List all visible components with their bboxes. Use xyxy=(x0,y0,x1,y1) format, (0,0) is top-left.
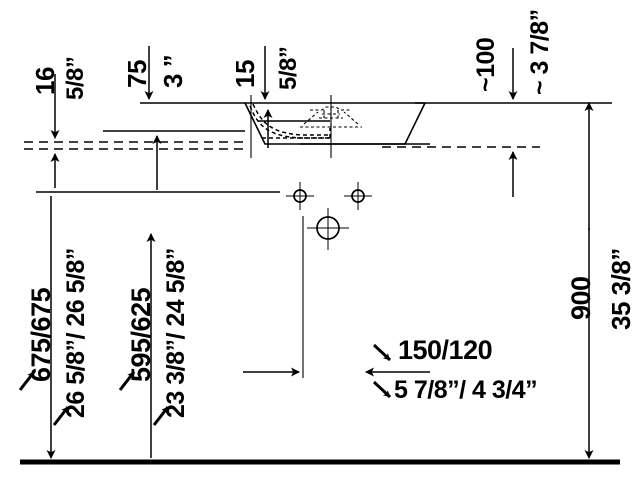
dimension-label-900-metric: 900 xyxy=(566,276,596,320)
dimension-line-layer xyxy=(46,46,594,459)
dimension-label-150-imperial: 5 7/8”/ 4 3/4” xyxy=(394,376,538,404)
pointer-675-imperial xyxy=(52,406,70,426)
dimension-label-75-imperial: 3 ” xyxy=(158,54,188,88)
pointer-595-metric xyxy=(118,371,136,391)
dimension-label-16-imperial: 5/8” xyxy=(62,56,89,100)
dimension-label-16-metric: 16 xyxy=(30,67,60,95)
dimension-label-100-metric: ~100 xyxy=(472,37,500,92)
dimension-label-15-metric: 15 xyxy=(230,60,260,88)
dimension-label-675-metric: 675/675 xyxy=(26,287,56,382)
pointer-150-imperial xyxy=(372,380,392,399)
pointer-595-imperial xyxy=(152,406,170,426)
hole-layer xyxy=(293,189,365,240)
pointer-150-metric xyxy=(372,343,392,362)
centre-line-layer xyxy=(250,95,332,378)
geometry-layer xyxy=(36,102,612,193)
label-pointer-layer xyxy=(18,343,392,426)
dimension-label-150-metric: 150/120 xyxy=(398,335,493,365)
hole-crosshair-layer xyxy=(286,182,372,250)
dimension-label-15-imperial: 5/8” xyxy=(275,46,302,90)
dimension-label-100-imperial: ~ 3 7/8” xyxy=(526,9,554,95)
dimension-label-675-imperial: 26 5/8”/ 26 5/8” xyxy=(62,248,90,418)
pointer-675-metric xyxy=(18,371,36,391)
dimension-label-595-metric: 595/625 xyxy=(126,287,156,382)
dimension-label-75-metric: 75 xyxy=(122,60,152,88)
dashed-reference-layer xyxy=(24,141,540,150)
dimension-label-595-imperial: 23 3/8”/ 24 5/8” xyxy=(162,248,190,418)
dimension-label-900-imperial: 35 3/8” xyxy=(606,248,636,330)
